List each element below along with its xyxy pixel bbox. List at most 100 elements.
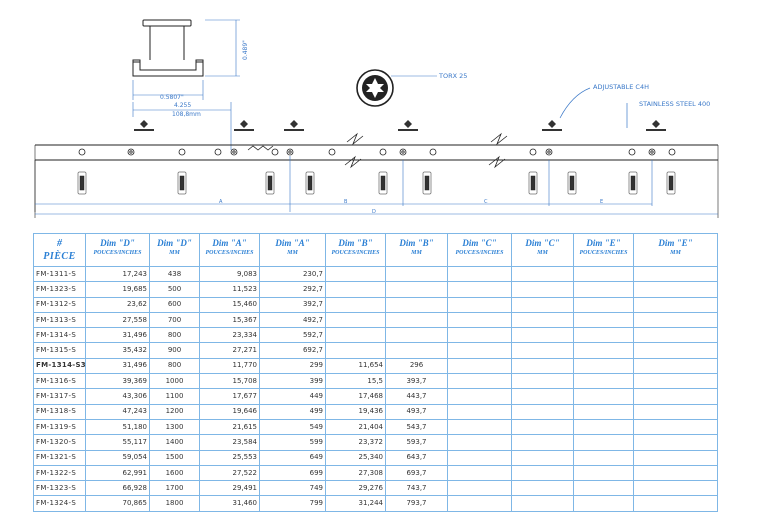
break-marks (247, 132, 508, 169)
header-title: # (57, 238, 62, 249)
dim-height-label: 0.489" (242, 40, 249, 60)
header-title: Dim "B" (338, 238, 373, 248)
value-cell: 17,243 (85, 265, 150, 283)
value-cell: 392,7 (259, 296, 326, 313)
rail-dimensions (35, 156, 718, 215)
stainless-label: STAINLESS STEEL 400 (639, 100, 710, 108)
value-cell: 543,7 (385, 418, 448, 436)
value-cell: 35,432 (85, 342, 150, 359)
value-cell: 51,180 (85, 418, 150, 436)
value-cell: 17,468 (325, 388, 386, 405)
value-cell: 23,62 (85, 296, 150, 313)
value-cell (325, 265, 386, 283)
logo-marks (134, 120, 666, 131)
value-cell: 1200 (149, 403, 200, 420)
torx-screw-icon (356, 69, 437, 107)
header-unit: POUCES/INCHES (579, 250, 628, 256)
value-cell: 70,865 (85, 495, 150, 512)
channel-profile (132, 19, 204, 77)
value-cell (511, 434, 574, 451)
value-cell (325, 296, 386, 313)
value-cell: 31,460 (199, 495, 260, 512)
adjustable-label: ADJUSTABLE C4H (593, 83, 649, 91)
value-cell: 743,7 (385, 480, 448, 497)
value-cell: 296 (385, 357, 448, 375)
header-col-1: Dim "D"POUCES/INCHES (85, 233, 150, 267)
header-col-8: Dim "C"MM (511, 233, 574, 267)
part-number-cell: FM-1323-S (33, 480, 86, 497)
value-cell: 43,306 (85, 388, 150, 405)
value-cell: 230,7 (259, 265, 326, 283)
value-cell (633, 403, 718, 420)
header-unit: MM (169, 250, 180, 256)
value-cell: 27,308 (325, 464, 386, 482)
adjustable-leader (559, 87, 591, 119)
header-title: Dim "E" (586, 238, 621, 248)
value-cell (511, 480, 574, 497)
value-cell (511, 373, 574, 390)
value-cell (447, 449, 512, 466)
value-cell: 599 (259, 434, 326, 451)
value-cell (447, 296, 512, 313)
value-cell: 17,677 (199, 388, 260, 405)
value-cell (633, 388, 718, 405)
dim-width-label: 0.5807" (160, 94, 184, 101)
value-cell: 47,243 (85, 403, 150, 420)
value-cell (633, 281, 718, 298)
value-cell (511, 281, 574, 298)
value-cell: 11,770 (199, 357, 260, 375)
header-unit: MM (411, 250, 422, 256)
value-cell: 500 (149, 281, 200, 298)
part-number-cell: FM-1320-S (33, 434, 86, 451)
value-cell (573, 403, 634, 420)
value-cell: 9,083 (199, 265, 260, 283)
value-cell (633, 311, 718, 329)
value-cell (447, 373, 512, 390)
value-cell (385, 281, 448, 298)
dim-b-label: B (344, 199, 348, 205)
value-cell (447, 388, 512, 405)
value-cell (633, 434, 718, 451)
header-unit: POUCES/INCHES (455, 250, 504, 256)
header-col-4: Dim "A"MM (259, 233, 326, 267)
value-cell (447, 265, 512, 283)
value-cell: 19,436 (325, 403, 386, 420)
dim-e-label: E (600, 199, 603, 205)
value-cell (447, 327, 512, 344)
header-col-3: Dim "A"POUCES/INCHES (199, 233, 260, 267)
value-cell: 692,7 (259, 342, 326, 359)
value-cell: 11,654 (325, 357, 386, 375)
value-cell: 55,117 (85, 434, 150, 451)
part-number-cell: FM-1319-S (33, 418, 86, 436)
value-cell: 1800 (149, 495, 200, 512)
value-cell (573, 342, 634, 359)
header-title: Dim "C" (525, 238, 560, 248)
profile-dimensions (132, 19, 240, 150)
value-cell (633, 327, 718, 344)
header-col-2: Dim "D"MM (149, 233, 200, 267)
value-cell (573, 418, 634, 436)
value-cell: 11,523 (199, 281, 260, 298)
value-cell: 21,404 (325, 418, 386, 436)
value-cell (511, 403, 574, 420)
value-cell: 31,496 (85, 327, 150, 344)
value-cell: 499 (259, 403, 326, 420)
value-cell (573, 373, 634, 390)
value-cell: 592,7 (259, 327, 326, 344)
value-cell: 27,271 (199, 342, 260, 359)
rail-clips (77, 171, 676, 195)
value-cell: 693,7 (385, 464, 448, 482)
value-cell: 493,7 (385, 403, 448, 420)
value-cell: 25,340 (325, 449, 386, 466)
part-number-cell: FM-1316-S (33, 373, 86, 390)
value-cell: 299 (259, 357, 326, 375)
value-cell (511, 495, 574, 512)
value-cell (447, 464, 512, 482)
header-col-10: Dim "E"MM (633, 233, 718, 267)
